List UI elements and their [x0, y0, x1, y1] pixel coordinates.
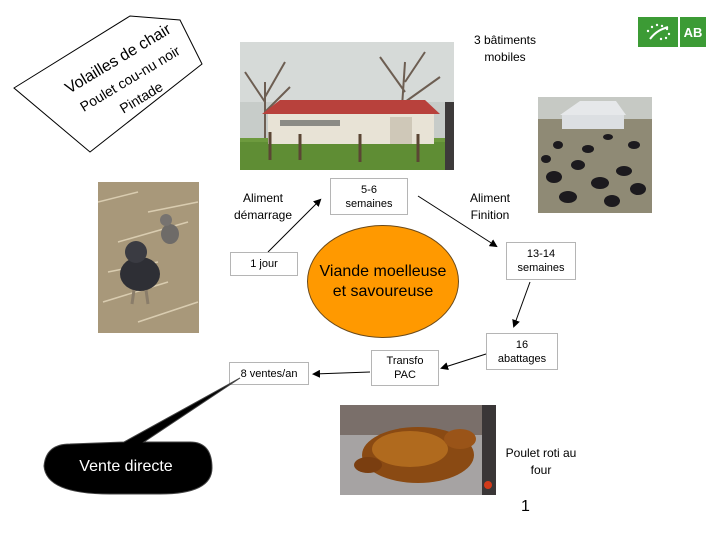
stage-8-ventes: 8 ventes/an: [229, 362, 309, 385]
stage-transfo-text: Transfo PAC: [386, 355, 424, 381]
stage-8-ventes-text: 8 ventes/an: [240, 367, 298, 380]
stage-1-jour-text: 1 jour: [250, 258, 278, 270]
arrow-jour-to-5-6: [267, 198, 322, 253]
arrow-transfo-to-ventes: [312, 369, 371, 378]
ab-logo-text: AB: [684, 25, 703, 40]
stage-5-6-semaines: 5-6 semaines: [330, 178, 408, 215]
stage-13-14-text: 13-14 semaines: [517, 248, 565, 274]
label-batiments: 3 bâtiments mobiles: [473, 33, 537, 64]
stage-16-abattages-text: 16 abattages: [497, 338, 547, 365]
barn-photo: [240, 42, 454, 170]
ab-logo: AB: [638, 17, 706, 47]
arrow-16-to-transfo: [440, 353, 487, 370]
page-number: 1: [521, 498, 530, 515]
label-aliment-finition: Aliment Finition: [469, 191, 510, 222]
callout-bubble: [43, 377, 241, 495]
stage-1-jour: 1 jour: [230, 252, 298, 276]
chick-photo: [98, 182, 199, 333]
label-poulet-roti: Poulet roti au four: [505, 446, 577, 477]
stage-5-6-text: 5-6 semaines: [345, 183, 393, 210]
arrow-5-6-to-13-14: [417, 195, 498, 248]
product-tag-shape: [13, 15, 203, 153]
arrow-13-14-to-16: [512, 281, 531, 328]
free-range-photo: [538, 97, 652, 213]
label-aliment-demarrage: Aliment démarrage: [233, 191, 293, 222]
stage-16-abattages: 16 abattages: [486, 333, 558, 370]
stage-transfo-pac: Transfo PAC: [371, 350, 439, 386]
callout-text: Vente directe: [79, 458, 173, 475]
center-text: Viande moelleuse et savoureuse: [319, 262, 447, 300]
center-ellipse: Viande moelleuse et savoureuse: [307, 225, 459, 338]
stage-13-14-semaines: 13-14 semaines: [506, 242, 576, 280]
roast-chicken-photo: [340, 405, 496, 495]
